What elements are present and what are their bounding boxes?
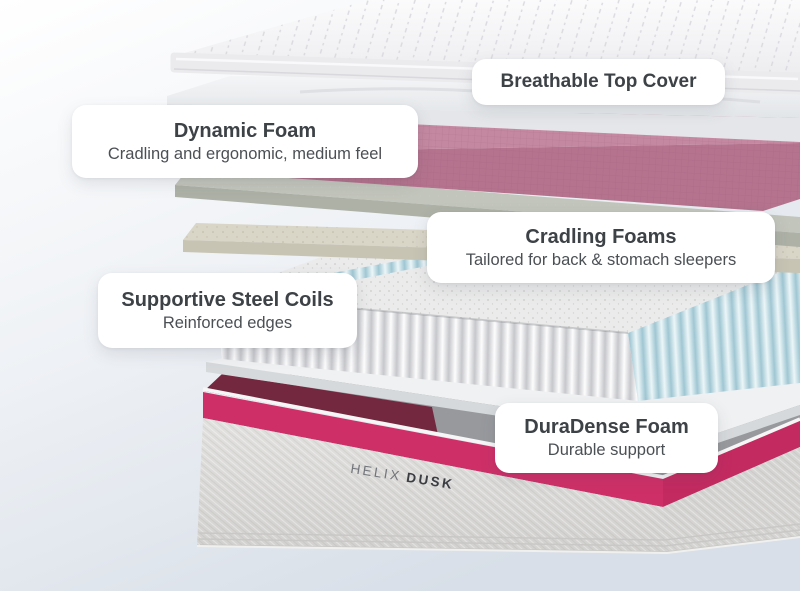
label-subtitle: Tailored for back & stomach sleepers [465,250,737,269]
label-subtitle: Durable support [547,441,666,460]
label-dynamic-foam: Dynamic Foam Cradling and ergonomic, med… [72,105,418,178]
label-title: Breathable Top Cover [500,70,697,92]
label-subtitle: Reinforced edges [162,313,293,332]
label-subtitle: Cradling and ergonomic, medium feel [107,144,383,163]
label-title: Dynamic Foam [173,119,317,142]
base-fabric-front-texture [197,418,667,553]
base-fabric-side-texture [663,447,800,553]
base-top-piping [202,387,800,479]
base-stripe-front [203,392,663,507]
label-cradling-foams: Cradling Foams Tailored for back & stoma… [427,212,775,283]
base-stripe-side [663,421,800,507]
label-breathable-top-cover: Breathable Top Cover [472,59,725,105]
label-title: DuraDense Foam [524,416,689,439]
label-duradense-foam: DuraDense Foam Durable support [495,403,718,473]
cover-top-face-quilt [174,0,800,76]
label-supportive-steel-coils: Supportive Steel Coils Reinforced edges [98,273,357,348]
coil-side-face-blue [628,264,800,401]
base-bottom-piping [196,536,800,555]
label-title: Supportive Steel Coils [121,288,334,311]
base-maroon-interior [204,374,438,435]
label-title: Cradling Foams [525,225,677,248]
